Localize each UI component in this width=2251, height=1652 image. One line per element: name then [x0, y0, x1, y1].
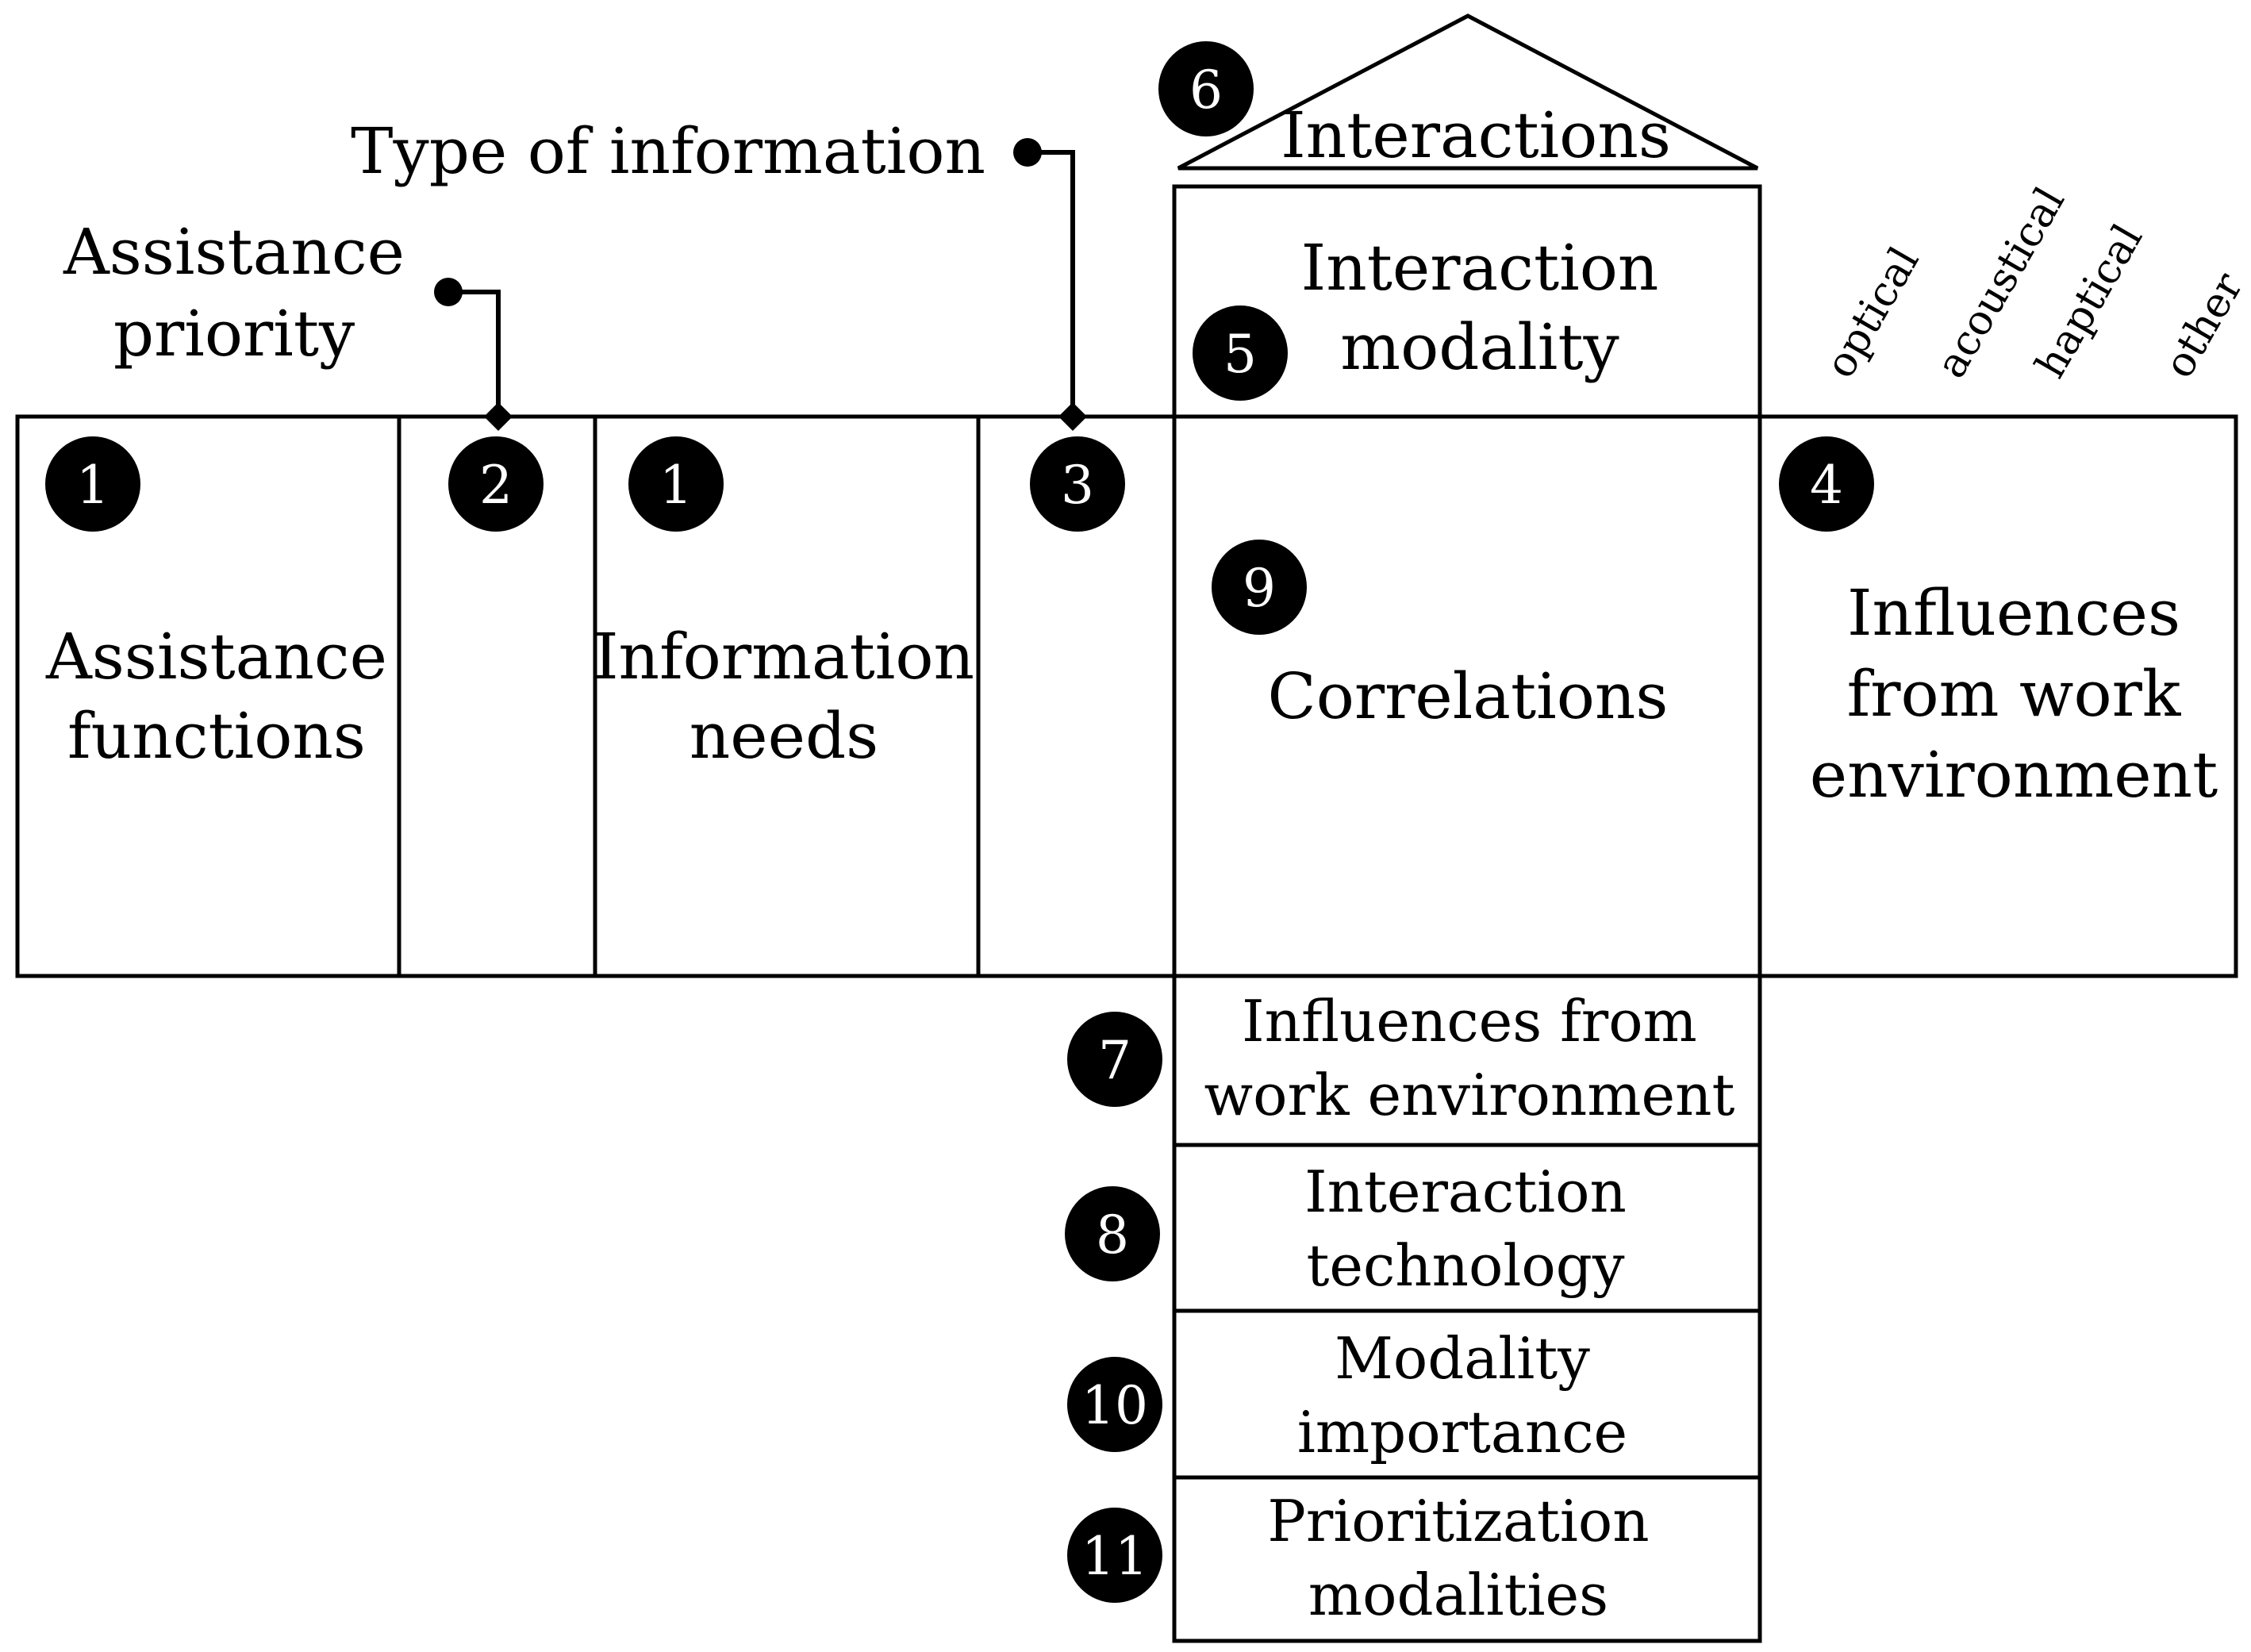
marker-4-number: 4: [1810, 455, 1843, 516]
influences-line1: Influences: [1847, 576, 2180, 650]
marker-3: [1030, 436, 1125, 532]
marker-8-number: 8: [1096, 1204, 1129, 1266]
marker-9: [1212, 540, 1307, 635]
type-of-information-label: Type of information: [351, 114, 985, 188]
assistance-priority-line1: Assistance: [63, 215, 405, 289]
marker-7-number: 7: [1098, 1030, 1131, 1091]
lower-box-2-line2: technology: [1306, 1232, 1624, 1299]
correlations-label: Correlations: [1268, 659, 1669, 733]
lower-box-3-line1: Modality: [1335, 1325, 1590, 1392]
assistance-functions-line2: functions: [67, 699, 366, 773]
marker-5-number: 5: [1223, 324, 1257, 385]
marker-1a: [45, 436, 140, 532]
lower-box-4-line2: modalities: [1308, 1562, 1608, 1628]
marker-2-number: 2: [479, 455, 513, 516]
marker-3-number: 3: [1061, 455, 1094, 516]
marker-7: [1067, 1012, 1162, 1107]
roof-triangle: [1177, 13, 1759, 171]
influences-line2: from work: [1847, 657, 2182, 731]
marker-1b: [628, 436, 724, 532]
lower-box-4: [1172, 1475, 1762, 1643]
callout-line-priority: [448, 290, 501, 417]
influences-line3: environment: [1810, 738, 2218, 812]
marker-11: [1067, 1508, 1162, 1603]
marker-10-number: 10: [1081, 1375, 1148, 1436]
assistance-priority-line2: priority: [113, 297, 355, 371]
marker-5: [1193, 305, 1288, 401]
marker-10: [1067, 1357, 1162, 1452]
lower-box-1-line1: Influences from: [1242, 988, 1697, 1055]
lower-box-1-line2: work environment: [1204, 1062, 1735, 1128]
interaction-modality-line2: modality: [1340, 310, 1619, 384]
lower-box-3-line2: importance: [1297, 1399, 1627, 1466]
information-needs-line2: needs: [690, 699, 878, 773]
main-row-frame: [15, 414, 2238, 978]
callout-line-type: [1028, 150, 1075, 417]
marker-1b-number: 1: [659, 455, 693, 516]
interaction-modality-line1: Interaction: [1301, 231, 1659, 305]
callout-diamond-type: [1058, 402, 1087, 431]
modality-other: other: [2155, 265, 2251, 386]
marker-4: [1779, 436, 1874, 532]
lower-box-4-line1: Prioritization: [1267, 1488, 1649, 1554]
lower-box-2-line1: Interaction: [1304, 1158, 1627, 1225]
marker-6: [1158, 41, 1254, 136]
marker-8: [1065, 1186, 1160, 1281]
marker-2: [448, 436, 544, 532]
marker-6-number: 6: [1189, 60, 1223, 121]
marker-11-number: 11: [1081, 1526, 1148, 1587]
marker-1a-number: 1: [76, 455, 109, 516]
modality-optical: optical: [1816, 240, 1928, 386]
marker-9-number: 9: [1243, 558, 1276, 619]
roof-label: Interactions: [1281, 98, 1671, 172]
callout-diamond-priority: [484, 402, 513, 431]
information-needs-line1: Information: [593, 620, 974, 693]
assistance-functions-line1: Assistance: [45, 620, 387, 693]
